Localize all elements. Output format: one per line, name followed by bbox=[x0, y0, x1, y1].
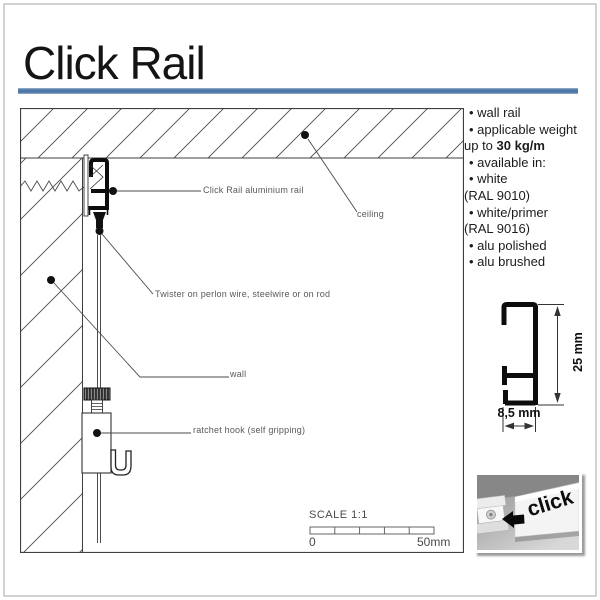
spec-white-primer: • white/primer bbox=[469, 204, 548, 220]
perlon-wire-upper bbox=[97, 235, 101, 388]
photo-ceiling-shade bbox=[477, 475, 579, 501]
page-title: Click Rail bbox=[23, 37, 206, 89]
rail-profile-drawing bbox=[501, 302, 564, 432]
wall-bracket bbox=[477, 495, 510, 535]
spec-alu-brushed: • alu brushed bbox=[469, 254, 546, 270]
callout-dot bbox=[301, 131, 309, 139]
wall-break-zigzag bbox=[20, 180, 86, 192]
scale-title: SCALE 1:1 bbox=[309, 509, 368, 521]
spec-weight: • applicable weight bbox=[469, 121, 577, 137]
spec-wall-rail: • wall rail bbox=[469, 105, 521, 120]
wall-section bbox=[21, 158, 83, 552]
callout-dot bbox=[109, 187, 117, 195]
hook-tip bbox=[110, 449, 132, 476]
click-photo: click bbox=[474, 472, 582, 553]
scale-bar bbox=[309, 526, 435, 535]
scale-max-label: 50mm bbox=[417, 535, 451, 549]
ceiling-label: ceiling bbox=[357, 209, 384, 219]
click-arrow-icon bbox=[502, 511, 525, 528]
twister bbox=[93, 212, 106, 235]
spec-alu-polished: • alu polished bbox=[469, 237, 547, 253]
drawing-frame bbox=[20, 108, 464, 553]
spec-weight-value: up to 30 kg/m bbox=[464, 138, 592, 155]
spec-list: • wall rail • applicable weight up to 30… bbox=[464, 105, 592, 271]
spec-white: • white bbox=[469, 171, 508, 187]
perlon-wire-lower bbox=[97, 473, 101, 543]
spec-weight-prefix: up to bbox=[464, 138, 497, 154]
profile-outline bbox=[501, 302, 538, 406]
rail-cross-section bbox=[83, 154, 109, 217]
ratchet-hook bbox=[81, 387, 132, 476]
twister-label: Twister on perlon wire, steelwire or on … bbox=[155, 289, 331, 299]
leader-lines bbox=[53, 138, 358, 434]
ratchet-hook-label: ratchet hook (self gripping) bbox=[193, 425, 306, 435]
dimension-arrowheads bbox=[504, 306, 561, 430]
click-photo-render: click bbox=[477, 475, 579, 550]
ceiling-section bbox=[21, 109, 463, 159]
callout-dot bbox=[47, 276, 55, 284]
spec-weight-bold: 30 kg/m bbox=[496, 138, 545, 154]
scale-zero-label: 0 bbox=[309, 535, 316, 549]
callout-dot bbox=[93, 429, 101, 437]
wall-label: wall bbox=[230, 369, 247, 379]
spec-ral-9016: (RAL 9016) bbox=[464, 221, 530, 237]
spec-available: • available in: bbox=[469, 154, 546, 170]
callout-dot bbox=[95, 227, 104, 235]
profile-width-label: 8,5 mm bbox=[497, 406, 541, 420]
rail-label: Click Rail aluminium rail bbox=[203, 185, 304, 195]
installation-drawing bbox=[20, 108, 464, 553]
profile-height-label: 25 mm bbox=[571, 332, 585, 372]
title-accent-bar bbox=[18, 88, 578, 94]
spec-ral-9010: (RAL 9010) bbox=[464, 187, 530, 203]
